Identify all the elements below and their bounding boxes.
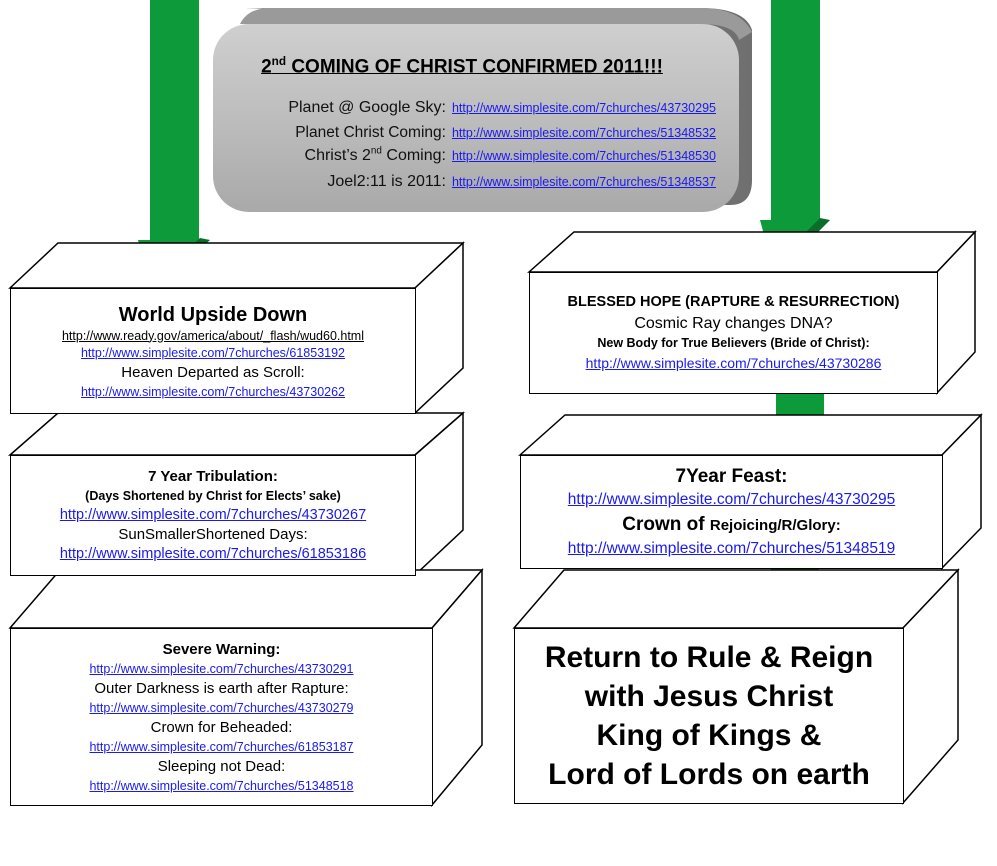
simplesite-link[interactable]: http://www.simplesite.com/7churches/6185… xyxy=(89,739,354,754)
box-text: SunSmallerShortened Days: xyxy=(118,526,308,543)
header-link-second-coming[interactable]: http://www.simplesite.com/7churches/5134… xyxy=(451,149,716,164)
right-box-blessed-hope: BLESSED HOPE (RAPTURE & RESURRECTION) Co… xyxy=(529,272,938,394)
left-box2-cube xyxy=(8,411,465,577)
right-box-feast: 7Year Feast: http://www.simplesite.com/7… xyxy=(520,455,943,569)
header-row-label: Planet Christ Coming: xyxy=(295,124,446,141)
simplesite-link[interactable]: http://www.simplesite.com/7churches/4373… xyxy=(80,384,346,399)
header-row-label: Christ’s 2nd Coming: xyxy=(304,146,446,165)
header-title: 2nd COMING OF CHRIST CONFIRMED 2011!!! xyxy=(261,55,663,78)
simplesite-link[interactable]: http://www.simplesite.com/7churches/6185… xyxy=(59,546,367,562)
header-box: 2nd COMING OF CHRIST CONFIRMED 2011!!! P… xyxy=(212,8,738,212)
box-subtitle: (Days Shortened by Christ for Elects’ sa… xyxy=(85,488,341,503)
box-title: 7Year Feast: xyxy=(675,465,788,487)
return-line: King of Kings & xyxy=(596,719,822,752)
header-row-label: Joel2:11 is 2011: xyxy=(327,173,446,190)
simplesite-link[interactable]: http://www.simplesite.com/7churches/4373… xyxy=(59,506,367,523)
header-row-second-coming: Christ’s 2nd Coming: http://www.simplesit… xyxy=(305,146,716,165)
left-box-severe-warning: Severe Warning: http://www.simplesite.co… xyxy=(10,628,433,806)
header-row-joel: Joel2:11 is 2011: http://www.simplesite.c… xyxy=(327,173,716,191)
box-text: Crown for Beheaded: xyxy=(150,718,293,736)
left-box1-cube xyxy=(8,241,465,415)
simplesite-link[interactable]: http://www.simplesite.com/7churches/5134… xyxy=(89,778,354,793)
simplesite-link[interactable]: http://www.simplesite.com/7churches/5134… xyxy=(567,539,896,557)
header-row-planet-christ: Planet Christ Coming: http://www.simplesi… xyxy=(295,124,716,142)
header-row-google-sky: Planet @ Google Sky: http://www.simplesit… xyxy=(288,99,716,117)
header-panel-shape xyxy=(213,8,752,212)
return-line: with Jesus Christ xyxy=(584,680,834,713)
header-link-google-sky[interactable]: http://www.simplesite.com/7churches/4373… xyxy=(451,101,716,115)
left-box-world-upside-down: World Upside Down http://www.ready.gov/a… xyxy=(10,288,416,414)
return-line: Return to Rule & Reign xyxy=(544,641,874,674)
box-text: Cosmic Ray changes DNA? xyxy=(634,315,833,333)
box-text: Sleeping not Dead: xyxy=(157,757,286,775)
left-box3-cube xyxy=(8,567,484,808)
right-box1-cube xyxy=(527,230,977,395)
left-box-tribulation: 7 Year Tribulation: (Days Shortened by C… xyxy=(10,455,416,576)
simplesite-link[interactable]: http://www.simplesite.com/7churches/4373… xyxy=(89,700,354,715)
return-line: Lord of Lords on earth xyxy=(548,758,870,791)
box-title: BLESSED HOPE (RAPTURE & RESURRECTION) xyxy=(567,293,900,310)
simplesite-link[interactable]: http://www.simplesite.com/7churches/4373… xyxy=(89,661,354,676)
ready-gov-link[interactable]: http://www.ready.gov/america/about/_flas… xyxy=(61,328,364,343)
box-text: Outer Darkness is earth after Rapture: xyxy=(94,679,349,697)
header-row-label: Planet @ Google Sky: xyxy=(288,99,446,116)
simplesite-link[interactable]: http://www.simplesite.com/7churches/4373… xyxy=(567,491,896,509)
header-link-planet-christ[interactable]: http://www.simplesite.com/7churches/5134… xyxy=(451,126,716,140)
box-title-crown: Crown of Rejoicing/R/Glory: xyxy=(622,514,841,535)
simplesite-link[interactable]: http://www.simplesite.com/7churches/4373… xyxy=(585,355,882,372)
box-title: Severe Warning: xyxy=(162,640,281,658)
simplesite-link[interactable]: http://www.simplesite.com/7churches/6185… xyxy=(80,345,346,360)
box-text: Heaven Departed as Scroll: xyxy=(121,363,305,381)
right-box-return: Return to Rule & Reign with Jesus Christ… xyxy=(514,628,904,804)
box-title: 7 Year Tribulation: xyxy=(148,467,278,485)
box-subtitle: New Body for True Believers (Bride of Ch… xyxy=(597,336,870,351)
box-title: World Upside Down xyxy=(118,303,308,326)
header-link-joel[interactable]: http://www.simplesite.com/7churches/5134… xyxy=(451,175,716,189)
